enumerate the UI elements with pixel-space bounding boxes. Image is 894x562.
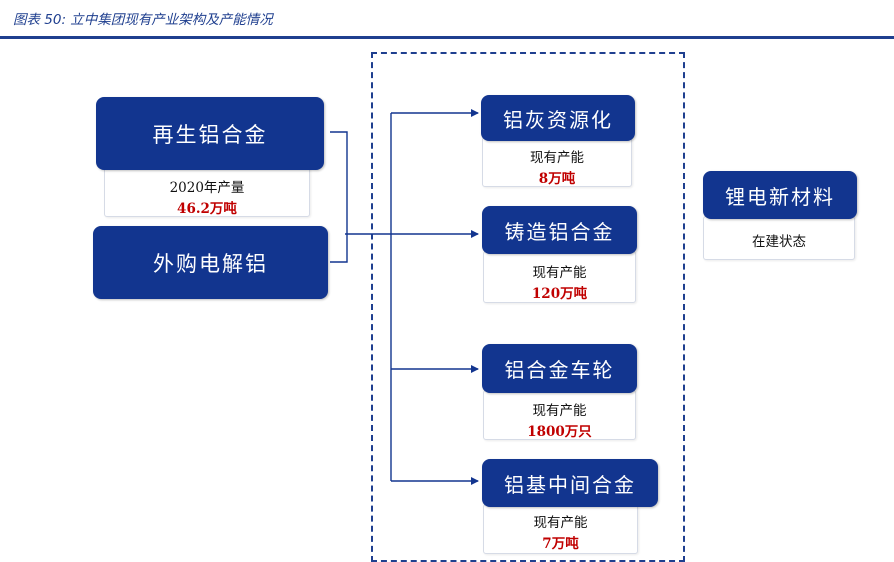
alloy-wheels-value: 1800万只 <box>527 424 592 440</box>
alloy-wheels-label: 现有产能 <box>532 403 587 419</box>
lithium-materials-status: 在建状态 <box>752 234 806 250</box>
recycled-alloy-label: 2020年产量 <box>169 180 245 196</box>
casting-alloy-value: 120万吨 <box>531 286 588 302</box>
node-aluminum-master-alloy: 铝基中间合金 <box>482 459 658 507</box>
aluminum-ash-info: 现有产能 8万吨 <box>482 137 632 187</box>
node-purchased-electrolytic-aluminum: 外购电解铝 <box>93 226 328 299</box>
recycled-alloy-info: 2020年产量 46.2万吨 <box>104 167 310 217</box>
master-alloy-info: 现有产能 7万吨 <box>483 504 638 554</box>
lithium-materials-info: 在建状态 <box>703 216 855 260</box>
node-recycled-aluminum-alloy: 再生铝合金 <box>96 97 324 170</box>
figure-title: 图表 50: 立中集团现有产业架构及产能情况 <box>13 12 273 28</box>
aluminum-ash-label: 现有产能 <box>530 150 584 166</box>
connector-lines <box>330 109 479 485</box>
master-alloy-value: 7万吨 <box>542 536 579 552</box>
alloy-wheels-info: 现有产能 1800万只 <box>483 390 636 440</box>
title-underline <box>0 36 894 39</box>
node-casting-aluminum-alloy: 铸造铝合金 <box>482 206 637 254</box>
master-alloy-label: 现有产能 <box>533 515 588 531</box>
connector-recycled-bracket <box>330 131 348 263</box>
node-aluminum-alloy-wheels: 铝合金车轮 <box>482 344 637 393</box>
node-aluminum-ash-recycling: 铝灰资源化 <box>481 95 635 141</box>
aluminum-ash-value: 8万吨 <box>538 171 576 187</box>
node-lithium-battery-materials: 锂电新材料 <box>703 171 857 219</box>
recycled-alloy-value: 46.2万吨 <box>177 201 237 217</box>
casting-alloy-label: 现有产能 <box>532 265 587 281</box>
casting-alloy-info: 现有产能 120万吨 <box>483 251 636 303</box>
